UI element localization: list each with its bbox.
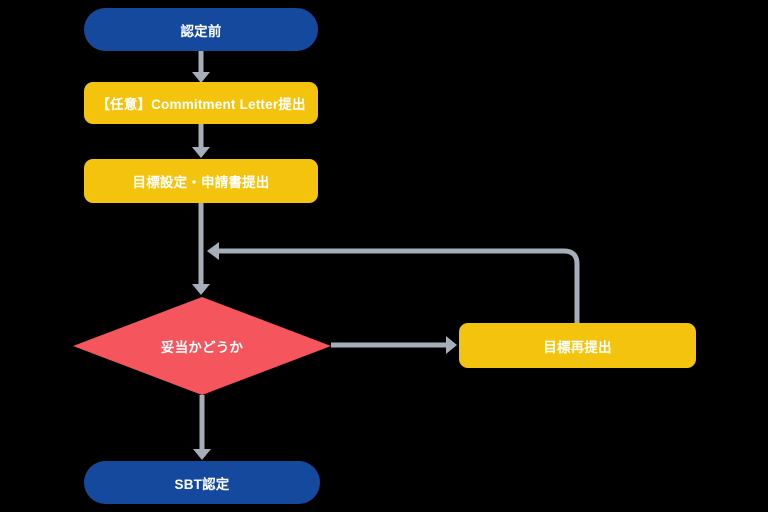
node-goal-setting-label: 目標設定・申請書提出 <box>132 175 270 190</box>
node-commitment-letter-label: 【任意】Commitment Letter提出 <box>96 97 306 112</box>
node-goal-resubmission-label: 目標再提出 <box>543 339 612 355</box>
arrowhead-down-icon <box>192 284 210 295</box>
node-end-label: SBT認定 <box>174 476 230 492</box>
arrowhead-left-icon <box>207 242 219 260</box>
node-commitment-letter: 【任意】Commitment Letter提出 <box>84 82 318 124</box>
arrowhead-down-icon <box>192 147 210 158</box>
edge-resubmission-feedback <box>219 248 580 323</box>
node-goal-setting: 目標設定・申請書提出 <box>84 159 318 203</box>
node-start-pill: 認定前 <box>84 8 318 51</box>
arrowhead-down-icon <box>193 449 211 460</box>
node-end-pill: SBT認定 <box>84 461 320 504</box>
arrowhead-down-icon <box>192 72 210 83</box>
node-validity-check-label: 妥当かどうか <box>160 340 244 355</box>
node-start-label: 認定前 <box>180 23 222 39</box>
node-goal-resubmission: 目標再提出 <box>459 323 696 368</box>
arrowhead-right-icon <box>446 336 457 354</box>
